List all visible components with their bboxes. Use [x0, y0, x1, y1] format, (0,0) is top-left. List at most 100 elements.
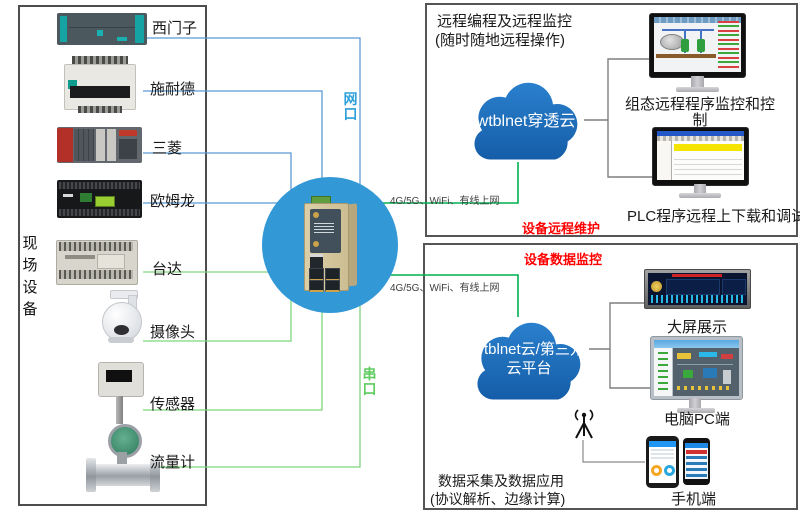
device-label-camera: 摄像头 [150, 324, 196, 341]
bigscreen-pie [651, 281, 662, 292]
omron-top-terminals [59, 182, 140, 189]
phone-1-screen [649, 441, 676, 483]
siemens-seam [69, 27, 135, 28]
monitor-base [677, 408, 715, 413]
phone-1-rows [651, 449, 674, 461]
plc-highlight-row [674, 144, 742, 151]
bigscreen-caption: 大屏展示 [667, 319, 728, 336]
omron-plc-image [57, 180, 142, 218]
device-data-monitoring-label: 设备数据监控 [524, 252, 603, 267]
wire-sensor [143, 303, 323, 411]
uplink-label-top: 4G/5G、WiFi、有线上网 [390, 196, 500, 207]
omron-text-mark [63, 194, 73, 197]
plc-screen [657, 131, 744, 180]
device-label-siemens: 西门子 [152, 20, 198, 37]
scada-status-panel [718, 21, 739, 69]
pc-scada-area [673, 348, 739, 396]
cloud-icon [477, 322, 581, 400]
uplink-label-bottom: 4G/5G、WiFi、有线上网 [390, 283, 500, 294]
wire-camera [143, 294, 292, 342]
siemens-plc-image [57, 13, 147, 45]
pc-scada-block [721, 354, 733, 359]
schneider-display-band [70, 86, 130, 98]
serial-port-label: 串口 [362, 366, 377, 397]
gateway-front-panel [310, 209, 341, 253]
flowmeter-neck [117, 452, 127, 464]
mitsubishi-plc-image [57, 127, 142, 163]
omron-bottom-terminals [59, 209, 140, 216]
camera-lens [114, 325, 129, 335]
pc-tree-items [658, 352, 668, 390]
delta-top-terminals [59, 242, 133, 251]
monitor-base [676, 87, 719, 92]
gateway-eth-port [310, 254, 323, 269]
bigscreen-screen [648, 273, 747, 305]
wire-flowmeter [143, 298, 361, 468]
plc-toolbar [657, 136, 744, 141]
device-label-schneider: 施耐德 [150, 81, 196, 98]
flowmeter-flange-right [150, 458, 160, 492]
cloud-label: wtblnet穿透云 [476, 113, 576, 130]
pc-scada-row [677, 386, 731, 390]
omron-terminal-block [95, 196, 115, 207]
sensor-probe [116, 396, 123, 424]
wire-uplink-top [378, 162, 519, 204]
cloud-label-line2: 云平台 [506, 360, 552, 377]
delta-bottom-terminals [59, 270, 133, 279]
phones-image [646, 435, 711, 488]
cloud-icon [474, 82, 578, 160]
device-remote-maintenance-label: 设备远程维护 [522, 221, 601, 236]
gateway-label-text [314, 223, 334, 233]
mitsubishi-port-module [119, 139, 137, 159]
gateway-eth-port [325, 280, 340, 292]
bigscreen-frame [644, 269, 751, 309]
plc-ladder-rows [674, 155, 742, 179]
bracket-remote [607, 58, 653, 178]
siemens-terminal-strip [60, 16, 67, 42]
scada-pump [681, 39, 689, 52]
cloud-wtblnet-third-party: wtblnet云/第三方 云平台 [461, 314, 597, 404]
bracket-data [609, 302, 651, 389]
camera-image [94, 289, 144, 345]
delta-plc-image [56, 240, 138, 285]
camera-mount-arm [110, 290, 138, 299]
device-label-flowmeter: 流量计 [150, 454, 196, 471]
scada-monitor-image [649, 13, 746, 95]
remote-title-line2: (随时随地远程操作) [435, 32, 565, 49]
schneider-bottom-connectors [78, 106, 122, 113]
device-label-mitsubishi: 三菱 [152, 140, 183, 157]
siemens-terminal-strip [135, 15, 144, 43]
cloud-label-line1: wtblnet云/第三方 [473, 341, 585, 358]
phone-2-screen [685, 443, 708, 479]
pc-tree-panel [654, 348, 673, 396]
camera-dome [102, 302, 142, 342]
device-label-delta: 台达 [152, 261, 183, 278]
mitsubishi-red-label [119, 130, 137, 136]
pc-scada-block [723, 370, 731, 384]
schneider-logo-mark [68, 80, 77, 89]
gateway-eth-port [309, 280, 324, 292]
schneider-plc-image [64, 56, 136, 114]
delta-label-lines [65, 255, 95, 259]
flowmeter-flange-left [86, 458, 96, 492]
plc-monitor-caption: PLC程序远程上下载和调试 [627, 208, 800, 225]
camera-base-ring [108, 337, 134, 343]
pc-caption: 电脑PC端 [664, 411, 730, 428]
bigscreen-image [644, 269, 751, 309]
monitor-stand [691, 76, 704, 87]
gateway-antenna-jack [313, 241, 319, 247]
sensor-image [98, 362, 144, 426]
pc-sky-banner [654, 340, 739, 348]
device-label-sensor: 传感器 [150, 396, 196, 413]
scada-pipe [662, 29, 714, 31]
pc-scada-line [677, 364, 733, 365]
plc-monitor-image [652, 127, 749, 200]
data-monitoring-panel [423, 243, 798, 510]
cloud-label: wtblnet云/第三方 云平台 [461, 314, 597, 404]
flowmeter-pipe [92, 464, 154, 486]
pc-scada-block [677, 353, 691, 359]
scada-toolbar [654, 17, 741, 23]
gateway-device-image [302, 196, 360, 292]
device-label-omron: 欧姆龙 [150, 193, 196, 210]
